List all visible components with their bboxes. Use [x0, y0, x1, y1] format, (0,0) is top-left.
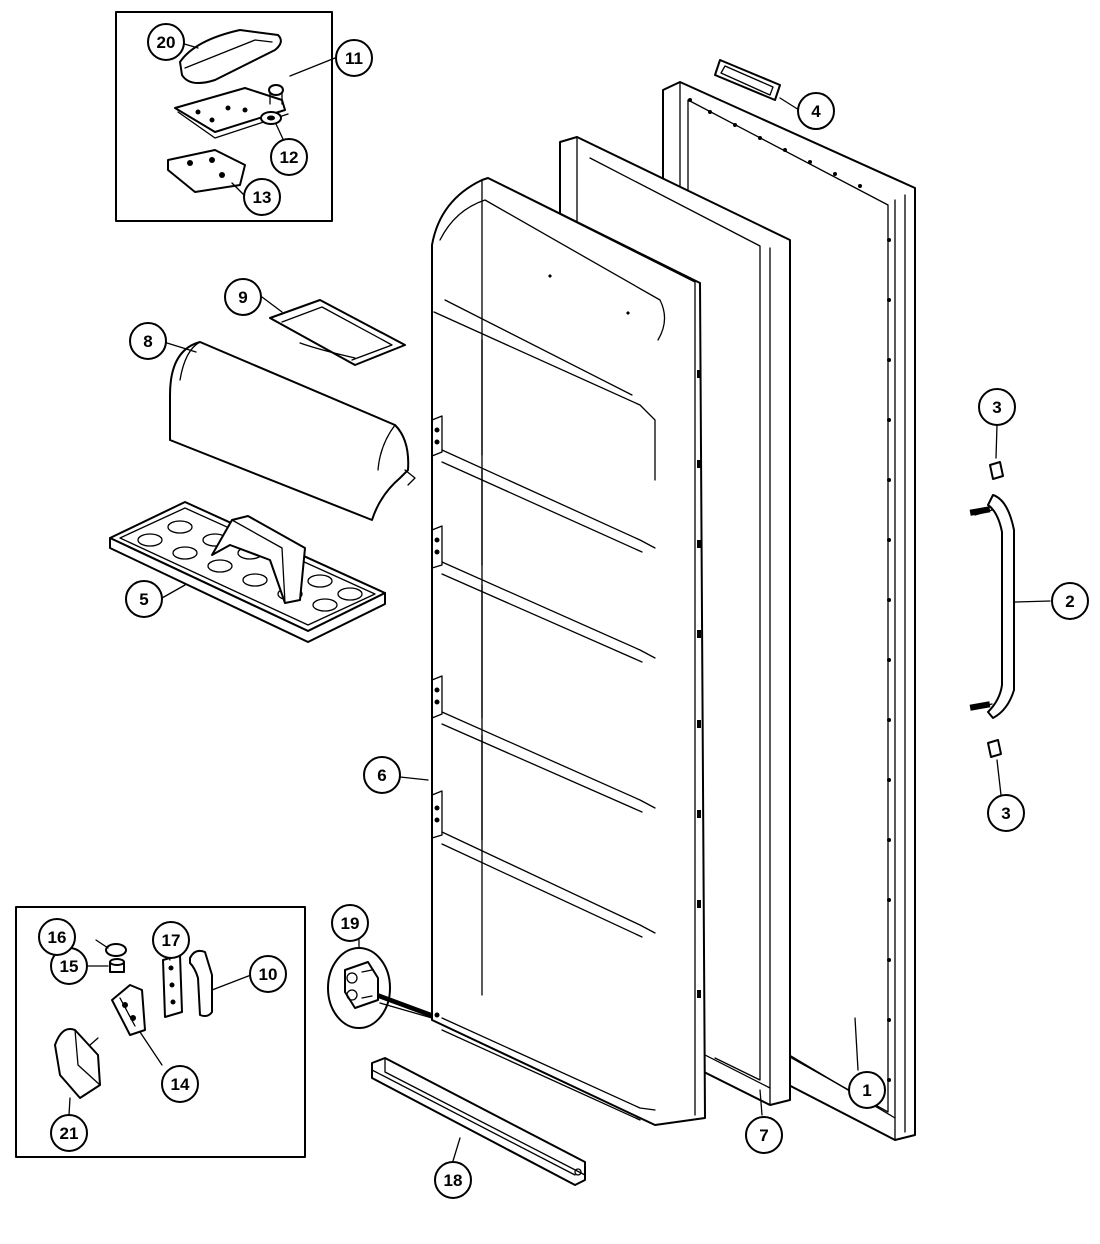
bottom-hinge-inset-box	[15, 906, 306, 1158]
callout-11: 11	[335, 39, 373, 77]
hinge-cover	[179, 29, 282, 85]
callout-10-label: 10	[259, 965, 278, 984]
callout-2: 2	[1051, 582, 1089, 620]
callout-16: 16	[38, 918, 76, 956]
callout-3-bottom: 3	[987, 794, 1025, 832]
callout-5: 5	[125, 580, 163, 618]
callout-9: 9	[224, 278, 262, 316]
callout-10: 10	[249, 955, 287, 993]
callout-20-label: 20	[157, 33, 176, 52]
callout-18: 18	[434, 1161, 472, 1199]
callout-12: 12	[270, 138, 308, 176]
callout-1: 1	[848, 1071, 886, 1109]
callout-18-label: 18	[444, 1171, 463, 1190]
callout-14-label: 14	[171, 1075, 190, 1094]
callout-2-label: 2	[1065, 592, 1074, 611]
nameplate	[714, 59, 781, 101]
callout-1-label: 1	[862, 1081, 871, 1100]
hinge-washer	[260, 111, 282, 125]
callout-17: 17	[152, 921, 190, 959]
egg-tray	[109, 501, 386, 643]
callout-15-label: 15	[60, 957, 79, 976]
handle-cap-bottom	[987, 739, 1002, 758]
hinge-plate	[162, 954, 183, 1018]
dairy-door	[169, 341, 416, 521]
hinge-shim	[167, 149, 246, 193]
hinge-cap	[105, 943, 127, 957]
callout-16-label: 16	[48, 928, 67, 947]
callout-12-label: 12	[280, 148, 299, 167]
dairy-label	[269, 299, 406, 366]
callout-11-label: 11	[345, 49, 363, 68]
hinge-block	[189, 949, 213, 1017]
callout-8-label: 8	[143, 332, 152, 351]
callout-19-label: 19	[341, 914, 360, 933]
callout-14: 14	[161, 1065, 199, 1103]
callout-7: 7	[745, 1116, 783, 1154]
callout-4-label: 4	[811, 102, 821, 121]
callout-3-top: 3	[978, 388, 1016, 426]
callout-7-label: 7	[759, 1126, 768, 1145]
bottom-trim	[371, 1057, 586, 1186]
callout-3-top-label: 3	[992, 398, 1001, 417]
callout-3-bottom-label: 3	[1001, 804, 1010, 823]
callout-21: 21	[50, 1114, 88, 1152]
callout-13-label: 13	[253, 188, 272, 207]
callout-20: 20	[147, 23, 185, 61]
bottom-hinge	[111, 984, 146, 1036]
callout-8: 8	[129, 322, 167, 360]
callout-13: 13	[243, 178, 281, 216]
hinge-bushing	[109, 958, 125, 973]
callout-5-label: 5	[139, 590, 148, 609]
callout-4: 4	[797, 92, 835, 130]
callout-6: 6	[363, 756, 401, 794]
leader-lines	[68, 42, 1051, 1162]
callout-6-label: 6	[377, 766, 386, 785]
callout-19: 19	[331, 904, 369, 942]
callout-17-label: 17	[162, 931, 181, 950]
callout-21-label: 21	[60, 1124, 79, 1143]
callout-9-label: 9	[238, 288, 247, 307]
door-switch	[327, 947, 433, 1029]
hinge-inset-box	[115, 11, 333, 222]
door-handle	[969, 494, 1015, 719]
hinge-bracket	[54, 1028, 101, 1099]
handle-cap-top	[989, 461, 1004, 480]
door-inner-liner	[431, 177, 706, 1126]
